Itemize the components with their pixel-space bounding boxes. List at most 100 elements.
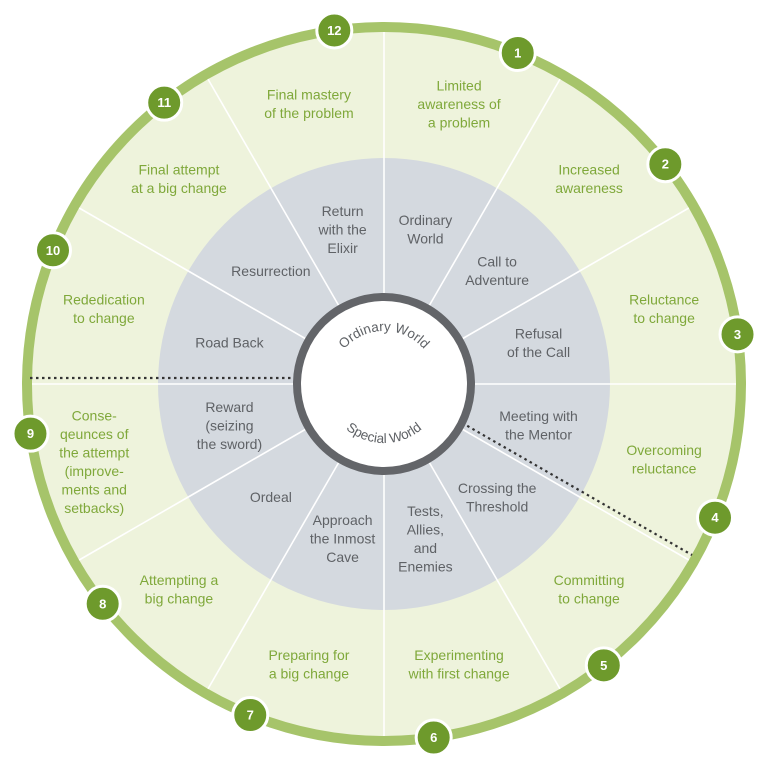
inner-stage-label-11-line: Resurrection [231,263,310,279]
badge-number: 8 [99,596,106,611]
inner-divider-line [426,458,498,581]
inner-stage-label-10: Road Back [195,335,264,351]
outer-stage-label-4-line: Overcoming [626,442,701,458]
inner-stage-label-8-line: Ordeal [250,489,292,505]
badge-circle [696,498,735,537]
badge-circle [646,145,685,184]
outer-stage-label-8-line: Attempting a [140,572,219,588]
outer-stage-label-10-line: Rededication [63,292,145,308]
outer-stage-label-9-line: qeunces of [60,426,129,442]
inner-divider-line [426,187,498,310]
inner-stage-label-11: Resurrection [231,263,310,279]
inner-stage-label-9-line: Reward [205,399,253,415]
outer-stage-label-9-line: (improve- [65,463,124,479]
inner-stage-label-7-line: Cave [326,549,359,565]
badge-circle [145,83,184,122]
badge-circle [83,584,122,623]
inner-stage-label-12-line: Elixir [327,240,358,256]
inner-divider-line [187,270,310,342]
inner-stage-label-8: Ordeal [250,489,292,505]
inner-stage-label-6-line: Allies, [407,521,444,537]
outer-stage-label-7-line: Preparing for [268,647,349,663]
outer-stage-label-12-line: Final mastery [267,87,351,103]
inner-stage-label-4-line: the Mentor [505,427,572,443]
inner-divider-line [270,458,342,581]
badge-circle [718,315,757,354]
inner-stage-label-7-line: Approach [313,512,373,528]
outer-stage-label-7-line: a big change [269,665,349,681]
outer-stage-label-6-line: with first change [407,665,509,681]
inner-stage-label-5-line: Crossing the [458,480,537,496]
inner-stage-label-3-line: Refusal [515,325,562,341]
inner-divider-line [458,426,581,498]
inner-stage-label-4-line: Meeting with [499,408,578,424]
stage-badge-7: 7 [231,696,270,735]
stage-badge-2: 2 [646,145,685,184]
outer-stage-label-1-line: a problem [428,114,490,130]
stage-badge-9: 9 [11,414,50,453]
badge-number: 7 [247,708,254,723]
stage-badge-1: 1 [498,33,537,72]
outer-divider-line [496,579,561,690]
badge-number: 11 [157,95,171,110]
badge-number: 1 [514,45,521,60]
outer-stage-label-2-line: awareness [555,180,623,196]
inner-stage-label-6-line: Enemies [398,558,452,574]
outer-stage-label-12: Final mastery of the problem [264,87,354,122]
outer-stage-label-6-line: Experimenting [414,647,504,663]
inner-stage-label-1-line: World [407,231,443,247]
inner-stage-label-2-line: Call to [477,254,517,270]
badge-circle [11,414,50,453]
inner-stage-label-7-line: the Inmost [310,531,375,547]
outer-stage-label-9-line: ments and [62,481,127,497]
badge-circle [414,718,453,757]
badge-number: 10 [46,243,60,258]
badge-number: 4 [711,510,719,525]
outer-stage-label-9-line: setbacks) [64,500,124,516]
outer-stage-label-6: Experimenting with first change [407,647,509,682]
badge-circle [498,33,537,72]
outer-divider-line [78,496,189,561]
outer-stage-label-4: Overcoming reluctance [626,442,701,477]
stage-badge-8: 8 [83,584,122,623]
inner-stage-label-5-line: Threshold [466,498,528,514]
outer-stage-label-9-line: Conse- [72,407,117,423]
badge-circle [231,696,270,735]
outer-stage-label-12-line: of the problem [264,105,354,121]
badge-number: 2 [662,157,669,172]
inner-ring-dividers [158,158,610,610]
outer-stage-label-8-line: big change [145,590,214,606]
outer-stage-label-4-line: reluctance [632,460,697,476]
outer-stage-label-3-line: Reluctance [629,292,699,308]
center-circle [293,293,475,475]
outer-stage-label-5-line: Committing [554,572,625,588]
stage-badge-11: 11 [145,83,184,122]
outer-divider-line [207,579,272,690]
inner-divider-line [270,187,342,310]
stage-badge-6: 6 [414,718,453,757]
inner-stage-label-6-line: Tests, [407,503,444,519]
badge-number: 9 [27,426,34,441]
badge-number: 12 [327,23,341,38]
inner-stage-label-12-line: with the [317,221,366,237]
outer-divider-line [579,496,690,561]
outer-stage-label-2-line: Increased [558,162,619,178]
inner-divider-line [458,270,581,342]
inner-stage-label-4: Meeting with the Mentor [499,408,578,443]
badge-number: 3 [734,327,741,342]
outer-stage-label-1-line: awareness of [417,96,500,112]
badge-circle [584,646,623,685]
outer-stage-label-2: Increased awareness [555,162,623,197]
